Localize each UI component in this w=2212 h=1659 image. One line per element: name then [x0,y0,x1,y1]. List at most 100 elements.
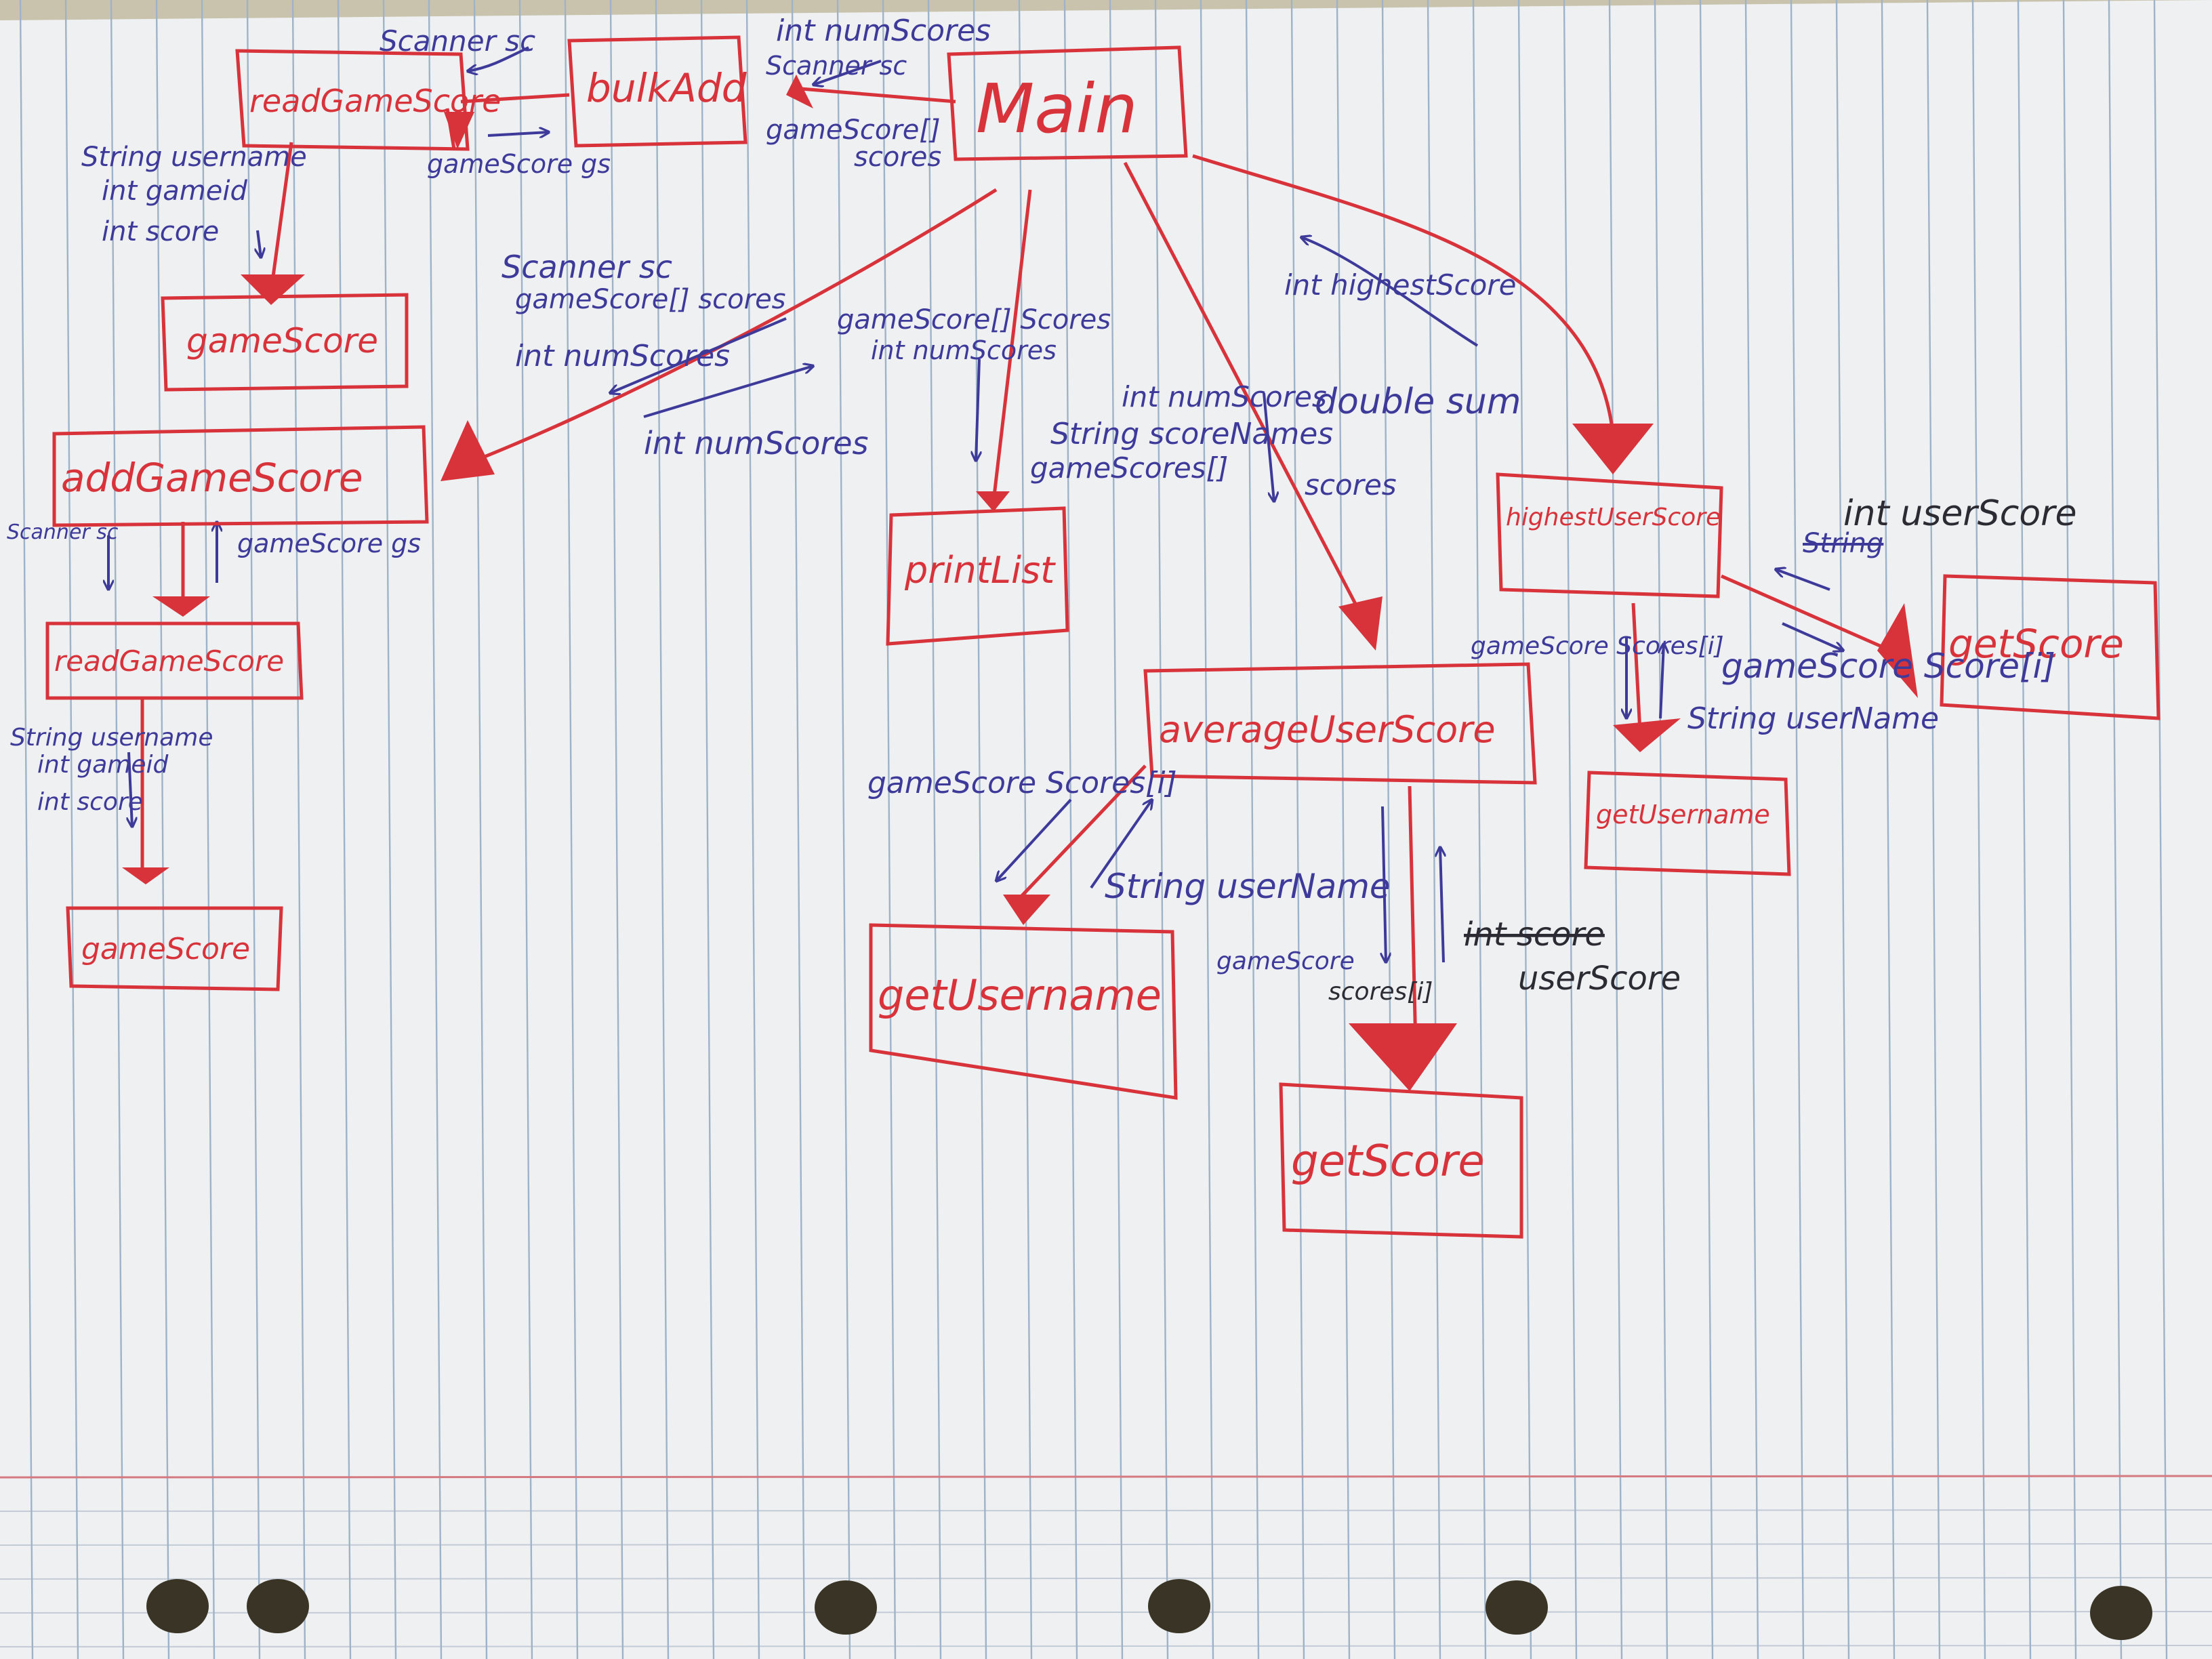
rule-line [1517,0,1532,1659]
binder-hole [247,1579,309,1633]
arrowhead [241,274,305,305]
arrow-readgamescore-to-gamescore [269,142,293,292]
readgamescore-left-box[interactable] [45,621,304,700]
rule-line [1744,0,1759,1659]
arrow-main-to-printlist [991,189,1032,502]
arrowhead [1338,596,1382,651]
rule-line [1200,0,1214,1659]
arrowhead [122,867,169,884]
label-int-score-2: int score [37,788,143,816]
call-arrows [140,86,1892,1078]
label-gamescore-scores-i: gameScore Scores[i] [867,766,1177,800]
rule-line [1881,0,1896,1659]
rule-line [1472,0,1487,1659]
rule-line [927,0,942,1659]
getusername-left-label: getUsername [878,970,1162,1020]
getusername-right-box[interactable] [1584,771,1791,876]
rule-line [2153,0,2168,1659]
averageuserscore-label: averageUserScore [1159,708,1496,751]
rule-line [1835,0,1850,1659]
binder-hole [1148,1579,1210,1633]
arrowhead [1003,895,1050,925]
blue-arrow [643,366,813,418]
rule-line [0,1543,2212,1546]
rule-line [518,0,533,1659]
label-gamescore-gs-add: gameScore gs [237,529,421,558]
blue-arrow [1301,237,1479,347]
arrowheads [122,75,1918,1091]
arrowhead [152,596,210,617]
horizontal-rule-lines [0,1509,2212,1647]
rule-line [1109,0,1124,1659]
label-string-username-2: String username [10,724,213,752]
getscore-right-box[interactable] [1940,574,2160,720]
printlist-box[interactable] [886,506,1069,646]
parameter-labels: Scanner sc int numScores Scanner sc game… [7,14,2077,1006]
label-gamescore-bottom: gameScore [1216,947,1355,975]
highestuserscore-label: highestUserScore [1506,504,1721,531]
arrowhead [786,75,813,108]
highestuserscore-box[interactable] [1496,472,1723,598]
label-gamescore-score-i: gameScore Score[i] [1721,647,2055,686]
rule-line [836,0,851,1659]
label-scanner-sc-mid: Scanner sc [766,51,907,81]
getusername-left-box[interactable] [869,923,1178,1100]
blue-arrow [976,359,979,461]
blue-arrow [487,132,549,136]
bulkadd-box[interactable] [567,35,747,148]
main-box[interactable] [947,45,1188,161]
bulkadd-label: bulkAdd [586,65,747,111]
label-gamescore-array-print: gameScore[] Scores [837,304,1111,335]
arrowhead [1613,718,1681,752]
gamescore-left-box[interactable] [66,906,283,991]
label-scanner-sc-left: Scanner sc [501,249,672,285]
arrow-main-to-averageuserscore [1123,161,1364,618]
arrow-highest-to-getusername [1631,602,1642,733]
label-string-username-right: String userName [1687,701,1939,736]
label-string-struck: String [1803,528,1883,559]
blue-arrow [1776,569,1830,591]
label-userscore: userScore [1518,960,1681,998]
blue-arrow [813,60,882,85]
binder-hole [815,1580,877,1635]
averageuserscore-box[interactable] [1143,662,1537,785]
readgamescore-left-label: readGameScore [54,644,284,678]
label-int-numscores-top: int numScores [776,14,991,48]
rule-line [1290,0,1305,1659]
getscore-bottom-box[interactable] [1279,1082,1523,1239]
readgamescore-top-box[interactable] [235,49,470,151]
label-int-userscore: int userScore [1843,493,2077,534]
rule-line [2017,0,2032,1659]
rule-line [201,0,216,1659]
rule-line [2108,0,2123,1659]
label-double-sum: double sum [1315,382,1521,422]
binder-holes [146,1579,2152,1640]
rule-line [1699,0,1714,1659]
getscore-right-label: getScore [1948,621,2124,667]
addgamescore-box[interactable] [52,425,429,527]
rule-line [0,1577,2212,1580]
blue-arrow [1660,644,1664,719]
rule-line [1971,0,1986,1659]
label-scanner-sc-top: Scanner sc [380,24,535,58]
label-string-scorenames: String scoreNames [1050,417,1333,451]
addgamescore-label: addGameScore [61,455,363,501]
blue-arrow [468,46,529,71]
gamescore-top-label: gameScore [186,321,378,361]
rule-line [110,0,125,1659]
arrow-main-to-highestuserscore [1192,154,1615,434]
label-int-highestscore: int highestScore [1284,268,1516,302]
label-int-gameid-2: int gameid [37,751,169,779]
printlist-label: printList [904,549,1056,592]
gamescore-top-box[interactable] [161,293,409,392]
rule-line [382,0,397,1659]
arrowhead [441,420,495,481]
arrow-avg-to-getusername [1015,764,1147,903]
function-boxes [45,35,2160,1239]
rule-line [19,0,34,1659]
label-gamescore-array: gameScore[] [766,115,941,146]
label-scores-i-bottom: scores[i] [1328,978,1433,1006]
label-int-score-1: int score [102,216,219,247]
